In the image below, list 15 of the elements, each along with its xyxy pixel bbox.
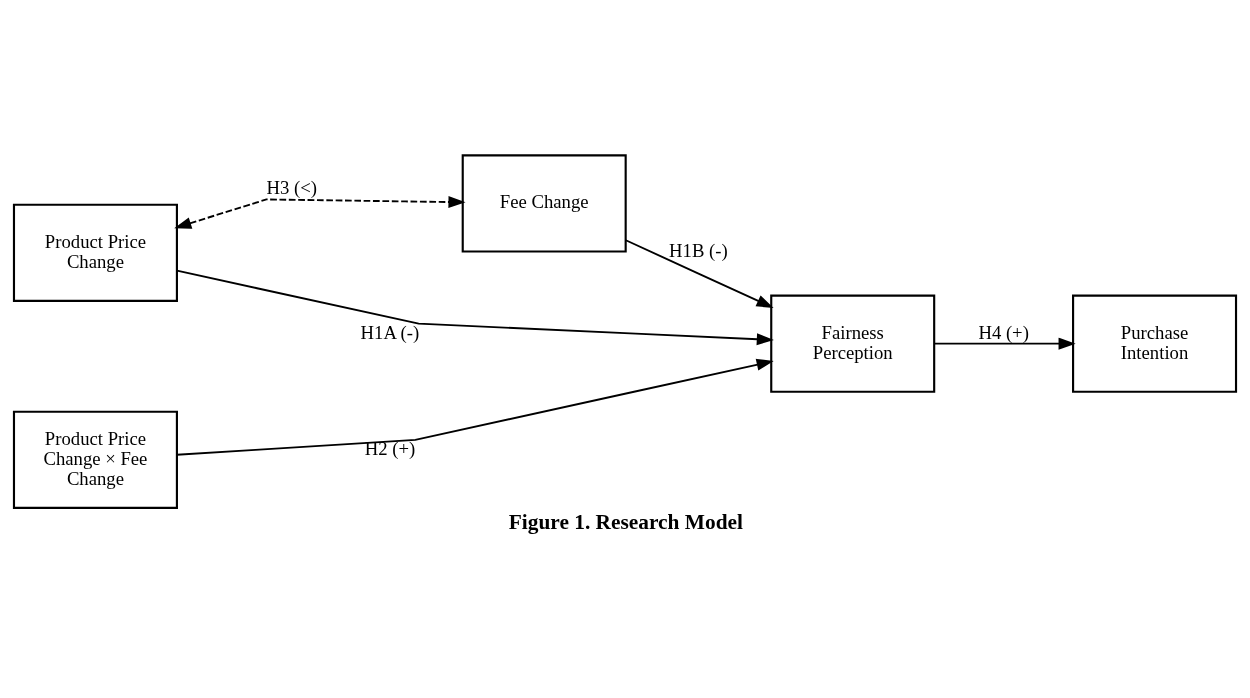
edge-label: H1B (-) (669, 240, 728, 262)
edge-label: H1A (-) (360, 321, 420, 343)
edge-label: H3 (<) (266, 177, 318, 199)
arrow (174, 196, 466, 229)
arrow (933, 337, 1076, 350)
node-box: Fairness Perception (770, 294, 936, 393)
arrow (176, 358, 774, 456)
node-box: Product Price Change (12, 203, 178, 302)
node-box: Fee Change (461, 154, 627, 253)
caption: Figure 1. Research Model (508, 510, 743, 535)
node-box: Purchase Intention (1072, 294, 1238, 393)
arrow (624, 239, 774, 308)
node-box: Product Price Change × Fee Change (12, 410, 178, 509)
edge-label: H4 (+) (978, 321, 1029, 343)
arrow (176, 269, 774, 346)
